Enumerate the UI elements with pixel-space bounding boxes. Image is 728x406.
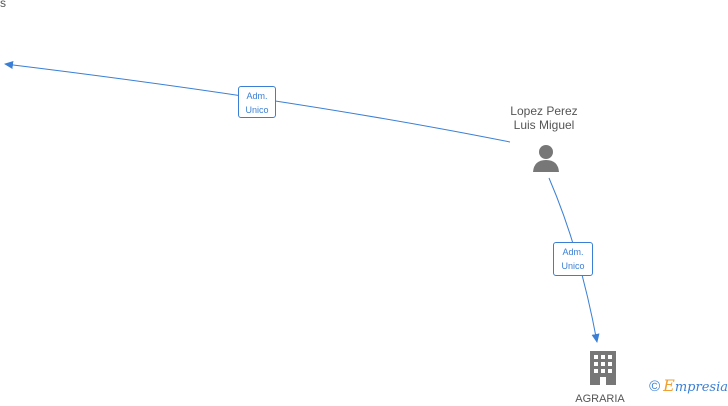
node-label-fragment: s: [0, 0, 6, 10]
person-name: Lopez Perez Luis Miguel: [494, 104, 594, 132]
person-name-line2: Luis Miguel: [513, 118, 575, 132]
brand-logo: Empresia: [663, 377, 728, 397]
brand-logo-rest: mpresia: [674, 380, 728, 395]
person-name-line1: Lopez Perez: [510, 104, 578, 118]
building-icon[interactable]: [588, 351, 618, 385]
company-name: AGRARIA: [575, 393, 625, 405]
edge-label-line2: Unico: [245, 105, 269, 115]
edge-label-adm-unico[interactable]: Adm. Unico: [553, 242, 593, 276]
edge-person-to-left: [4, 60, 511, 143]
person-icon[interactable]: [531, 143, 561, 173]
brand-logo-initial: E: [663, 376, 675, 395]
edge-label-line1: Adm.: [246, 91, 268, 101]
edge-label-line2: Unico: [561, 261, 585, 271]
edge-label-line1: Adm.: [562, 247, 584, 257]
edge-label-adm-unico[interactable]: Adm. Unico: [238, 86, 276, 118]
empresia-watermark: © Empresia: [649, 377, 728, 397]
copyright-symbol: ©: [649, 378, 661, 395]
